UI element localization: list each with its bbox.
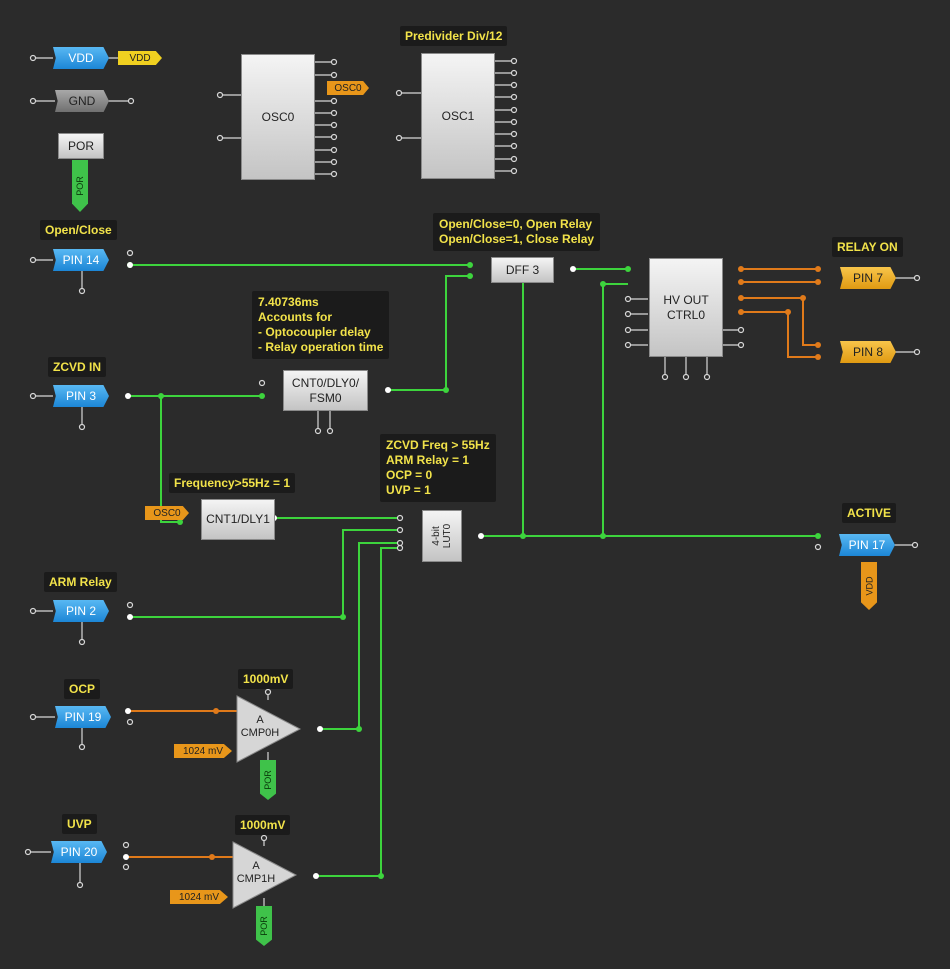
por-net-tag: POR <box>72 160 88 212</box>
pin14[interactable]: PIN 14 <box>53 249 109 271</box>
lut0-block[interactable]: 4-bit LUT0 <box>422 510 462 562</box>
wire-cmp0-lut <box>320 542 400 730</box>
relay-on-label: RELAY ON <box>832 237 903 257</box>
active-label: ACTIVE <box>842 503 897 523</box>
cmp1-shape <box>232 841 298 909</box>
cmp0-ref-label: 1000mV <box>238 669 294 689</box>
vdd-net-tag: VDD <box>118 51 162 65</box>
uvp-label: UVP <box>62 814 97 834</box>
osc0-block[interactable]: OSC0 <box>241 54 315 180</box>
ref0-tag: 1024 mV <box>174 744 232 758</box>
pin3[interactable]: PIN 3 <box>53 385 109 407</box>
osc0-out-tag: OSC0 <box>327 81 369 95</box>
por-block[interactable]: POR <box>58 133 104 159</box>
delay-note: 7.40736ms Accounts for - Optocoupler del… <box>252 291 390 359</box>
gnd-block[interactable]: GND <box>55 90 109 112</box>
hv-out-ctrl-block[interactable]: HV OUT CTRL0 <box>649 258 723 357</box>
pin19[interactable]: PIN 19 <box>55 706 111 728</box>
cnt1-dly1-block[interactable]: CNT1/DLY1 <box>201 499 275 540</box>
pin8[interactable]: PIN 8 <box>840 341 896 363</box>
por-cmp1-tag: POR <box>256 906 272 946</box>
arm-relay-label: ARM Relay <box>44 572 117 592</box>
pin7[interactable]: PIN 7 <box>840 267 896 289</box>
vdd-block[interactable]: VDD <box>53 47 109 69</box>
predivider-label: Predivider Div/12 <box>400 26 508 46</box>
wire-cnt0-dff3 <box>388 275 470 391</box>
wire-lut-hv-en <box>602 283 628 536</box>
pin2[interactable]: PIN 2 <box>53 600 109 622</box>
cnt0-dly0-block[interactable]: CNT0/DLY0/ FSM0 <box>283 370 368 411</box>
open-close-label: Open/Close <box>40 220 117 240</box>
cmp1-ref-label: 1000mV <box>235 815 291 835</box>
wire-hv-pin8-b <box>741 311 818 358</box>
wire-pin3-cnt1 <box>160 396 180 523</box>
cmp0-shape <box>236 695 302 763</box>
wire-cmp1-lut <box>316 547 400 877</box>
ref1-tag: 1024 mV <box>170 890 228 904</box>
ocp-label: OCP <box>64 679 101 699</box>
frequency-label: Frequency>55Hz = 1 <box>169 473 296 493</box>
wire-pin2-lut <box>130 529 400 618</box>
wire-hv-pin8-a <box>741 297 818 346</box>
dff-note: Open/Close=0, Open Relay Open/Close=1, C… <box>433 213 601 251</box>
zcvd-in-label: ZCVD IN <box>48 357 106 377</box>
osc1-block[interactable]: OSC1 <box>421 53 495 179</box>
por-cmp0-tag: POR <box>260 760 276 800</box>
lut-note: ZCVD Freq > 55Hz ARM Relay = 1 OCP = 0 U… <box>380 434 496 502</box>
pin17[interactable]: PIN 17 <box>839 534 895 556</box>
vdd-pin17-tag: VDD <box>861 562 877 610</box>
pin20[interactable]: PIN 20 <box>51 841 107 863</box>
dff3-block[interactable]: DFF 3 <box>491 257 554 283</box>
osc0-in-tag: OSC0 <box>145 506 189 520</box>
